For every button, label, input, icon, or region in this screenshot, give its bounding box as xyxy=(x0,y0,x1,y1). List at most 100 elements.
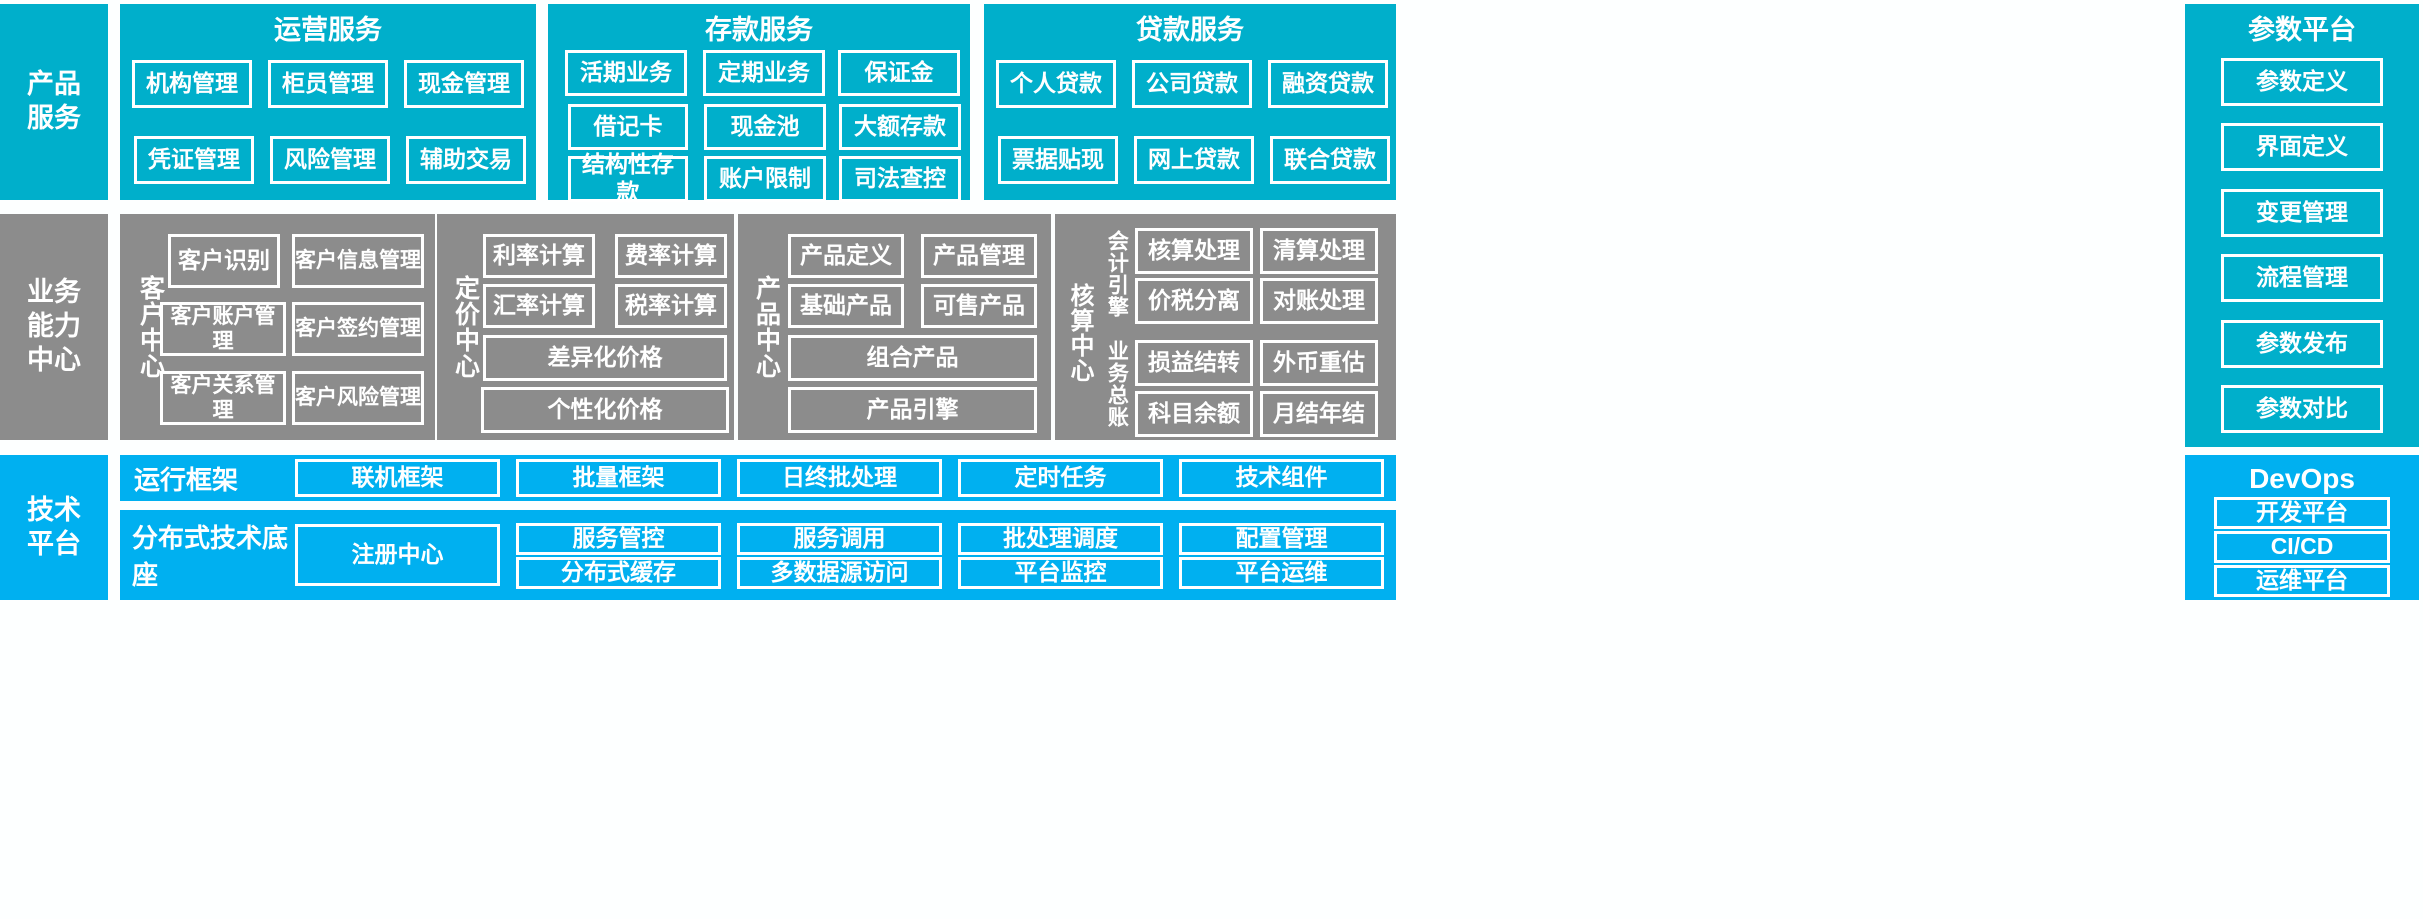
section-runtime-framework: 运行框架 联机框架 批量框架 日终批处理 定时任务 技术组件 xyxy=(120,455,1396,501)
devops-item-yunweipingtai[interactable]: 运维平台 xyxy=(2214,565,2390,597)
pricing-item-chayihuajiage[interactable]: 差异化价格 xyxy=(483,335,727,381)
ledger-item-kemuyue[interactable]: 科目余额 xyxy=(1135,391,1253,437)
group-title-loan-services: 贷款服务 xyxy=(1136,15,1244,45)
accounting-item-qingsuanchuli[interactable]: 清算处理 xyxy=(1260,228,1378,274)
subgroup-label-business-ledger: 业务总账 xyxy=(1105,340,1129,428)
service-item-fengxianguanli[interactable]: 风险管理 xyxy=(270,136,390,184)
param-item-biangengguanli[interactable]: 变更管理 xyxy=(2221,189,2383,237)
customer-item-kehuzhanghuguanli[interactable]: 客户账户管理 xyxy=(160,302,286,356)
deposit-item-daecunkuan[interactable]: 大额存款 xyxy=(839,104,961,150)
group-title-deposit-services: 存款服务 xyxy=(705,15,813,45)
row-label-product-service: 产品 服务 xyxy=(0,4,108,200)
deposit-item-xianjinchi[interactable]: 现金池 xyxy=(704,104,826,150)
ledger-item-yuejienianjie[interactable]: 月结年结 xyxy=(1260,391,1378,437)
service-item-pingzhengguanli[interactable]: 凭证管理 xyxy=(134,136,254,184)
loan-item-piaojutiexian[interactable]: 票据贴现 xyxy=(998,136,1118,184)
customer-item-kehuguanxiguanli[interactable]: 客户关系管理 xyxy=(160,371,286,425)
subgroup-label-accounting-engine: 会计引擎 xyxy=(1105,230,1129,318)
product-item-zuhechanpin[interactable]: 组合产品 xyxy=(788,335,1037,381)
runtime-item-dingshirenwu[interactable]: 定时任务 xyxy=(958,459,1163,497)
product-item-chanpinyinqing[interactable]: 产品引擎 xyxy=(788,387,1037,433)
group-deposit-services: 存款服务 活期业务 定期业务 保证金 借记卡 现金池 大额存款 结构性存款 账户… xyxy=(548,4,970,205)
base-item-peizhiguanli[interactable]: 配置管理 xyxy=(1179,523,1384,555)
param-item-canshuduibi[interactable]: 参数对比 xyxy=(2221,385,2383,433)
devops-item-cicd[interactable]: CI/CD xyxy=(2214,531,2390,563)
accounting-item-hesuanchuli[interactable]: 核算处理 xyxy=(1135,228,1253,274)
deposit-item-sifachakong[interactable]: 司法查控 xyxy=(839,156,961,202)
param-item-canshufabu[interactable]: 参数发布 xyxy=(2221,320,2383,368)
service-item-guiyuanguanli[interactable]: 柜员管理 xyxy=(268,60,388,108)
panel-devops: DevOps 开发平台 CI/CD 运维平台 xyxy=(2185,455,2419,600)
deposit-item-huoqiyewu[interactable]: 活期业务 xyxy=(565,50,687,96)
center-product: 产品中心 产品定义 产品管理 基础产品 可售产品 组合产品 产品引擎 xyxy=(738,214,1051,440)
deposit-item-jijika[interactable]: 借记卡 xyxy=(568,104,688,150)
devops-item-kaifapingtai[interactable]: 开发平台 xyxy=(2214,497,2390,529)
pricing-item-shuilvjisuan[interactable]: 税率计算 xyxy=(615,284,727,328)
row-label-product-service-text: 产品 服务 xyxy=(27,69,81,133)
base-item-pingtaiyunwei[interactable]: 平台运维 xyxy=(1179,557,1384,589)
center-customer: 客户中心 客户识别 客户信息管理 客户账户管理 客户签约管理 客户关系管理 客户… xyxy=(120,214,435,440)
row-label-technical-platform-text: 技术 平台 xyxy=(27,494,81,559)
center-label-product: 产品中心 xyxy=(752,275,781,379)
product-item-jichuchanpin[interactable]: 基础产品 xyxy=(788,284,904,328)
group-loan-services: 贷款服务 个人贷款 公司贷款 融资贷款 票据贴现 网上贷款 联合贷款 xyxy=(984,4,1396,200)
pricing-item-huilvjisuan[interactable]: 汇率计算 xyxy=(483,284,595,328)
center-label-pricing: 定价中心 xyxy=(451,275,480,379)
group-title-operation-services: 运营服务 xyxy=(274,15,382,45)
section-distributed-base: 分布式技术底座 注册中心 服务管控 服务调用 批处理调度 配置管理 分布式缓存 … xyxy=(120,510,1396,600)
deposit-item-jigouxingcunkuan[interactable]: 结构性存款 xyxy=(568,151,688,205)
service-item-xianjinguanli[interactable]: 现金管理 xyxy=(404,60,524,108)
center-label-customer: 客户中心 xyxy=(136,275,165,379)
base-item-duoshujuyuanfangwen[interactable]: 多数据源访问 xyxy=(737,557,942,589)
pricing-item-feilvjisuan[interactable]: 费率计算 xyxy=(615,234,727,278)
loan-item-wangshangdaikuan[interactable]: 网上贷款 xyxy=(1134,136,1254,184)
center-pricing: 定价中心 利率计算 费率计算 汇率计算 税率计算 差异化价格 个性化价格 xyxy=(437,214,734,440)
runtime-item-jishuzujian[interactable]: 技术组件 xyxy=(1179,459,1384,497)
runtime-item-rizhongpichuli[interactable]: 日终批处理 xyxy=(737,459,942,497)
panel-parameter-platform: 参数平台 参数定义 界面定义 变更管理 流程管理 参数发布 参数对比 xyxy=(2185,4,2419,447)
service-item-jigouguanli[interactable]: 机构管理 xyxy=(132,60,252,108)
base-item-pichulidiaodu[interactable]: 批处理调度 xyxy=(958,523,1163,555)
deposit-item-zhanghuxianzhi[interactable]: 账户限制 xyxy=(704,156,826,202)
deposit-item-baozhengjin[interactable]: 保证金 xyxy=(838,50,960,96)
section-label-distributed-base: 分布式技术底座 xyxy=(132,523,289,590)
customer-item-kehuxinxiguanli[interactable]: 客户信息管理 xyxy=(292,234,424,288)
product-item-chanpindingyi[interactable]: 产品定义 xyxy=(788,234,904,278)
customer-item-kehushibie[interactable]: 客户识别 xyxy=(168,234,280,288)
group-operation-services: 运营服务 机构管理 柜员管理 现金管理 凭证管理 风险管理 辅助交易 xyxy=(120,4,536,200)
param-item-liuchengguanli[interactable]: 流程管理 xyxy=(2221,254,2383,302)
pricing-item-lilvjisuan[interactable]: 利率计算 xyxy=(483,234,595,278)
deposit-item-dingqiyewu[interactable]: 定期业务 xyxy=(703,50,825,96)
row-label-business-capability: 业务 能力 中心 xyxy=(0,214,108,440)
loan-item-lianhedaikuan[interactable]: 联合贷款 xyxy=(1270,136,1390,184)
customer-item-kehufengxianguanli[interactable]: 客户风险管理 xyxy=(292,371,424,425)
base-item-fenbushihuancun[interactable]: 分布式缓存 xyxy=(516,557,721,589)
param-item-canshudingyi[interactable]: 参数定义 xyxy=(2221,58,2383,106)
runtime-item-lianjikuangjia[interactable]: 联机框架 xyxy=(295,459,500,497)
center-label-accounting: 核算中心 xyxy=(1065,283,1093,383)
ledger-item-sunyijiezhuan[interactable]: 损益结转 xyxy=(1135,340,1253,386)
base-item-fuwudiaoyong[interactable]: 服务调用 xyxy=(737,523,942,555)
panel-title-devops: DevOps xyxy=(2249,463,2355,494)
service-item-fuzhujiaoyi[interactable]: 辅助交易 xyxy=(406,136,526,184)
pricing-item-gexinghuajiage[interactable]: 个性化价格 xyxy=(481,387,729,433)
base-item-zhucezhongxin[interactable]: 注册中心 xyxy=(295,524,500,586)
row-label-business-capability-text: 业务 能力 中心 xyxy=(27,277,81,375)
accounting-item-jiashuifenli[interactable]: 价税分离 xyxy=(1135,278,1253,324)
loan-item-gongsidaikuan[interactable]: 公司贷款 xyxy=(1132,60,1252,108)
product-item-chanpinguanli[interactable]: 产品管理 xyxy=(921,234,1037,278)
param-item-jiemiandingyi[interactable]: 界面定义 xyxy=(2221,123,2383,171)
section-label-runtime-framework: 运行框架 xyxy=(134,464,239,495)
accounting-item-duizhangchuli[interactable]: 对账处理 xyxy=(1260,278,1378,324)
loan-item-gerendaikuan[interactable]: 个人贷款 xyxy=(996,60,1116,108)
loan-item-rongzidaikuan[interactable]: 融资贷款 xyxy=(1268,60,1388,108)
base-item-pingtaijiankong[interactable]: 平台监控 xyxy=(958,557,1163,589)
customer-item-kehuqianyueguanli[interactable]: 客户签约管理 xyxy=(292,302,424,356)
row-label-technical-platform: 技术 平台 xyxy=(0,455,108,600)
product-item-keshouchanpin[interactable]: 可售产品 xyxy=(921,284,1037,328)
runtime-item-piliangkuangjia[interactable]: 批量框架 xyxy=(516,459,721,497)
panel-title-parameter-platform: 参数平台 xyxy=(2248,15,2356,45)
base-item-fuwuguankong[interactable]: 服务管控 xyxy=(516,523,721,555)
ledger-item-waibizhonggu[interactable]: 外币重估 xyxy=(1260,340,1378,386)
